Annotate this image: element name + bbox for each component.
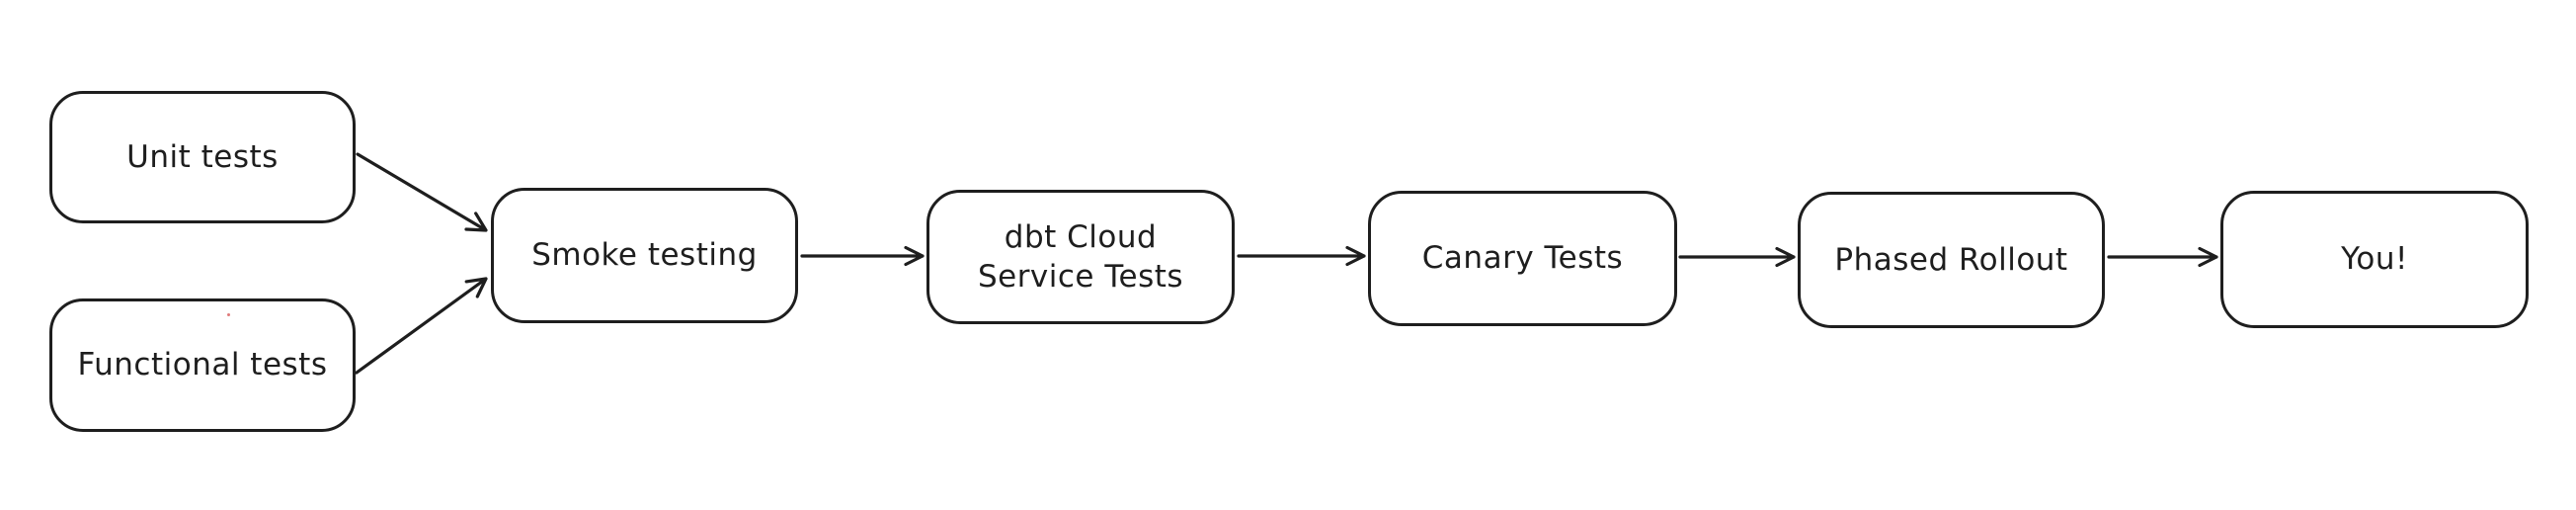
node-functional-tests-label: Functional tests [77, 347, 328, 383]
node-canary-tests: Canary Tests [1368, 191, 1677, 326]
node-dbt-cloud-service-tests-label: dbt Cloud Service Tests [977, 218, 1184, 295]
red-dot-artifact [227, 313, 230, 316]
node-functional-tests: Functional tests [49, 298, 356, 432]
node-unit-tests-label: Unit tests [126, 138, 279, 175]
node-smoke-testing: Smoke testing [491, 188, 798, 323]
arrow-functional-tests-to-smoke-testing [355, 277, 488, 375]
node-phased-rollout: Phased Rollout [1798, 192, 2105, 328]
arrow-smoke-testing-to-dbt-cloud [800, 245, 925, 267]
arrow-unit-tests-to-smoke-testing [356, 152, 488, 232]
node-canary-tests-label: Canary Tests [1421, 240, 1624, 277]
node-smoke-testing-label: Smoke testing [531, 237, 758, 274]
node-unit-tests: Unit tests [49, 91, 356, 223]
node-phased-rollout-label: Phased Rollout [1834, 241, 2068, 278]
arrow-phased-rollout-to-you [2107, 246, 2218, 268]
arrow-dbt-cloud-to-canary-tests [1237, 245, 1366, 267]
node-you-label: You! [2341, 241, 2408, 278]
node-dbt-cloud-service-tests: dbt Cloud Service Tests [926, 190, 1235, 324]
arrow-canary-tests-to-phased-rollout [1678, 246, 1796, 268]
node-you: You! [2220, 191, 2529, 328]
